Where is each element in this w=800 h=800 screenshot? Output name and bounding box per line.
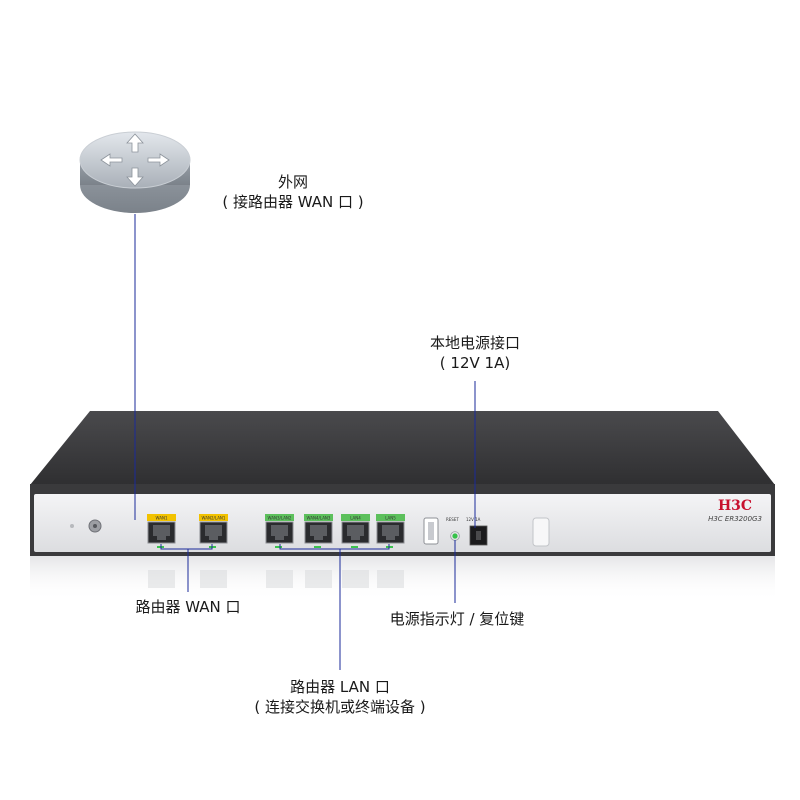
port-label: WAN1 [155, 516, 167, 521]
lan-port-label: 路由器 LAN 口 ( 连接交换机或终端设备 ) [225, 677, 455, 717]
power-port-label-line1: 本地电源接口 [429, 334, 520, 352]
internet-label-line2: ( 接路由器 WAN 口 ) [222, 193, 364, 211]
port-reflection [266, 570, 293, 588]
rj45-opening [153, 525, 170, 540]
port-reflection [200, 570, 227, 588]
port-color-tag [304, 514, 333, 521]
lan-port-label-line1: 路由器 LAN 口 [290, 678, 390, 696]
ethernet-port-1[interactable]: WAN1 [147, 514, 176, 548]
ethernet-port-4[interactable]: WAN4/LAN3 [304, 514, 333, 548]
usb-port[interactable] [423, 517, 439, 545]
internet-label-line1: 外网 [277, 173, 308, 191]
ground-screw-icon [70, 519, 102, 533]
power-port-label-line2: ( 12V 1A) [439, 354, 511, 372]
ethernet-port-6[interactable]: LAN5 [376, 514, 405, 548]
reset-indicator-panel: RESET [446, 517, 459, 539]
power-led-icon [452, 533, 458, 539]
leader-lines [134, 214, 476, 670]
port-label: LAN4 [350, 516, 361, 521]
ethernet-port-5[interactable]: LAN4 [341, 514, 370, 548]
port-color-tag [376, 514, 405, 521]
ethernet-port-2[interactable]: WAN2/LAN1 [199, 514, 228, 548]
port-color-tag [199, 514, 228, 521]
port-label: WAN4/LAN3 [307, 516, 331, 521]
rj45-opening [205, 525, 222, 540]
ethernet-ports: WAN1 WAN2/LAN1 WAN3/LAN2 WAN4/LAN3 LAN4 LAN5 [147, 514, 405, 588]
brand-block: H3C H3C ER3200G3 [708, 498, 762, 523]
internet-router-icon [79, 131, 191, 213]
port-label: WAN2/LAN1 [202, 516, 226, 521]
internet-label: 外网 ( 接路由器 WAN 口 ) [203, 172, 383, 212]
reset-label: RESET [446, 517, 459, 522]
panel-handle [532, 517, 550, 547]
port-led [275, 546, 282, 548]
lan-port-label-line2: ( 连接交换机或终端设备 ) [254, 698, 426, 716]
indicator-reset-label: 电源指示灯 / 复位键 [389, 610, 525, 628]
model-name: H3C ER3200G3 [708, 515, 762, 523]
port-reflection [377, 570, 404, 588]
rj45-opening [382, 525, 399, 540]
port-reflection [148, 570, 175, 588]
wan-port-label: 路由器 WAN 口 [135, 598, 241, 616]
ethernet-port-3[interactable]: WAN3/LAN2 [265, 514, 294, 548]
port-color-tag [147, 514, 176, 521]
power-jack[interactable]: 12V 1A [466, 517, 488, 546]
port-label: LAN5 [385, 516, 396, 521]
port-label: WAN3/LAN2 [268, 516, 292, 521]
rj45-opening [347, 525, 364, 540]
port-led [314, 546, 321, 548]
port-color-tag [265, 514, 294, 521]
rj45-opening [310, 525, 327, 540]
rj45-opening [271, 525, 288, 540]
port-reflection [342, 570, 369, 588]
power-port-label: 本地电源接口 ( 12V 1A) [395, 333, 555, 373]
port-led [351, 546, 358, 548]
power-spec-label: 12V 1A [466, 517, 481, 522]
port-reflection [305, 570, 332, 588]
brand-logo: H3C [718, 498, 752, 514]
port-color-tag [341, 514, 370, 521]
